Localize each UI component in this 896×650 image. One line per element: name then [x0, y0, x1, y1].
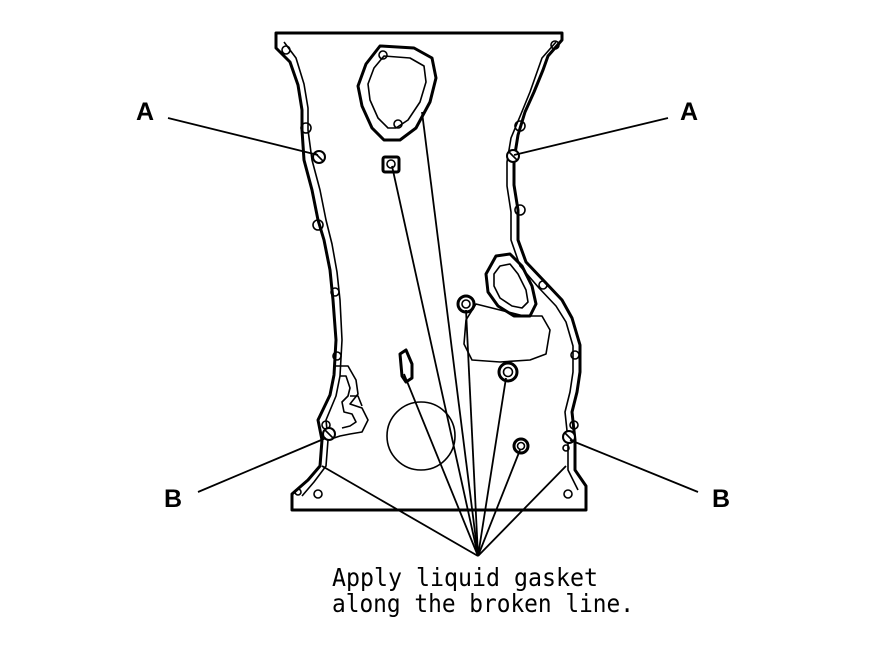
callout-b-right: B	[712, 485, 730, 513]
bolts	[312, 149, 576, 444]
caption-line-1: Apply liquid gasket	[332, 563, 598, 592]
callout-a-left: A	[136, 98, 154, 126]
right-port-gasket	[463, 252, 551, 363]
callout-a-right: A	[680, 98, 698, 126]
left-passage	[333, 365, 369, 439]
caption-line-2: along the broken line.	[332, 589, 634, 618]
callout-leaders	[167, 117, 699, 493]
upper-port-gasket	[356, 44, 438, 142]
square-boss	[381, 155, 401, 174]
dowel-pin	[398, 348, 414, 384]
callout-b-left: B	[164, 485, 182, 513]
crank-seal-circle	[386, 401, 456, 471]
caption-leaders	[321, 111, 567, 557]
